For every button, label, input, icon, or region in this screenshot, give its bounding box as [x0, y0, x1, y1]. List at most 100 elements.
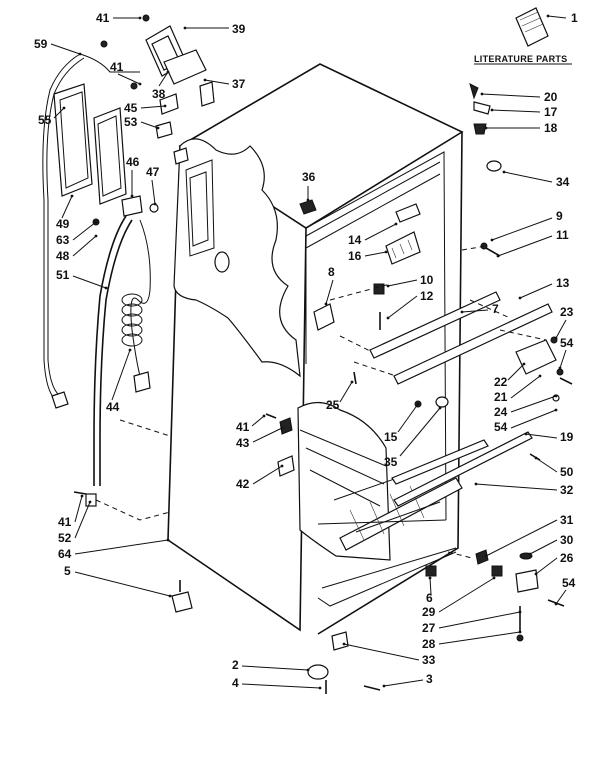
- wires-and-cords: [42, 53, 151, 486]
- callout-number-59: 59: [34, 37, 48, 51]
- callout-number-27: 27: [422, 621, 436, 635]
- callout-number-41: 41: [96, 11, 110, 25]
- callout-leader-54: [555, 589, 567, 605]
- callout-number-38: 38: [152, 87, 166, 101]
- callout-arrow-41: [262, 414, 266, 418]
- callout-leader-44: [111, 349, 131, 401]
- callout-arrow-64: [166, 538, 170, 542]
- callout-arrow-36: [306, 198, 310, 202]
- callout-arrow-42: [280, 464, 284, 468]
- callout-number-11: 11: [556, 228, 569, 242]
- callout-arrow-10: [386, 284, 390, 288]
- callout-number-26: 26: [560, 551, 574, 565]
- literature-parts-label: LITERATURE PARTS: [474, 54, 567, 64]
- callout-leader-20: [481, 93, 541, 98]
- callout-number-18: 18: [544, 121, 558, 135]
- callout-number-48: 48: [56, 249, 70, 263]
- callout-number-25: 25: [326, 398, 340, 412]
- callout-arrow-26: [534, 572, 538, 576]
- callout-arrow-9: [490, 238, 494, 242]
- callout-arrow-33: [342, 642, 346, 646]
- callout-leader-59: [50, 43, 81, 55]
- callout-leader-54: [510, 409, 557, 429]
- callout-number-19: 19: [560, 430, 574, 444]
- callout-arrow-45: [163, 104, 167, 108]
- callout-arrow-28: [518, 630, 522, 634]
- callout-leader-48: [72, 235, 97, 257]
- callout-arrow-17: [490, 108, 494, 112]
- callout-leader-10: [387, 279, 418, 287]
- callout-arrow-30: [528, 552, 532, 556]
- callout-leader-11: [497, 235, 553, 257]
- callout-arrow-3: [382, 684, 386, 688]
- callout-arrow-35: [438, 406, 442, 410]
- callout-leader-2: [241, 665, 309, 671]
- callout-leader-64: [74, 539, 169, 555]
- callout-number-44: 44: [106, 400, 120, 414]
- callout-leader-9: [491, 217, 553, 241]
- callout-leader-45: [140, 105, 166, 109]
- callout-arrow-63: [94, 220, 98, 224]
- dashed-leaders: [329, 245, 547, 559]
- callout-number-64: 64: [58, 547, 72, 561]
- callout-number-1: 1: [571, 11, 578, 25]
- callout-number-50: 50: [560, 465, 574, 479]
- callout-leader-52: [74, 501, 91, 539]
- lower-cutaway: [297, 401, 463, 607]
- callout-leader-51: [72, 275, 107, 289]
- callout-number-29: 29: [422, 605, 436, 619]
- callout-number-41: 41: [110, 60, 124, 74]
- callout-arrow-54: [554, 602, 558, 606]
- callout-leader-38: [158, 71, 169, 87]
- callout-number-6: 6: [426, 591, 433, 605]
- callout-arrow-15: [416, 402, 420, 406]
- callout-arrow-49: [70, 194, 74, 198]
- callout-arrow-54: [558, 366, 562, 370]
- callout-arrow-14: [394, 222, 398, 226]
- callout-number-2: 2: [232, 658, 239, 672]
- callout-number-54: 54: [562, 576, 576, 590]
- callout-number-63: 63: [56, 233, 70, 247]
- callout-number-31: 31: [560, 513, 574, 527]
- callout-leader-15: [397, 403, 419, 433]
- callout-number-15: 15: [384, 430, 398, 444]
- cabinet-shell: [95, 63, 464, 635]
- callout-arrow-46: [130, 194, 134, 198]
- callout-arrow-59: [78, 52, 82, 56]
- callout-number-46: 46: [126, 155, 140, 169]
- callout-number-33: 33: [422, 653, 436, 667]
- callout-arrow-22: [522, 362, 526, 366]
- callout-leader-24: [510, 395, 557, 413]
- callout-number-21: 21: [494, 390, 508, 404]
- callout-number-10: 10: [420, 273, 434, 287]
- callout-leader-3: [383, 679, 424, 687]
- callout-number-20: 20: [544, 90, 558, 104]
- callout-leader-4: [241, 683, 321, 689]
- callout-arrow-34: [502, 170, 506, 174]
- callout-arrow-41: [138, 82, 142, 86]
- callout-number-14: 14: [348, 233, 362, 247]
- callout-leader-41: [74, 495, 83, 523]
- callout-arrow-16: [384, 250, 388, 254]
- callout-arrow-31: [484, 554, 488, 558]
- callout-arrow-27: [518, 610, 522, 614]
- callout-leader-47: [151, 179, 156, 205]
- callout-number-8: 8: [328, 265, 335, 279]
- callout-leader-16: [364, 251, 387, 257]
- callout-leader-50: [535, 457, 558, 473]
- control-assembly: [53, 14, 215, 226]
- callout-arrow-8: [324, 302, 328, 306]
- callout-arrow-44: [128, 348, 132, 352]
- callout-leader-8: [325, 279, 334, 305]
- callout-leader-26: [535, 557, 558, 575]
- callout-leader-28: [438, 631, 521, 645]
- callout-number-39: 39: [232, 22, 246, 36]
- callout-arrow-6: [428, 576, 432, 580]
- callout-leader-21: [510, 375, 541, 399]
- callout-number-16: 16: [348, 249, 362, 263]
- callout-arrow-32: [474, 482, 478, 486]
- callout-leader-12: [387, 295, 418, 319]
- callout-number-37: 37: [232, 77, 246, 91]
- callout-leader-22: [507, 363, 525, 381]
